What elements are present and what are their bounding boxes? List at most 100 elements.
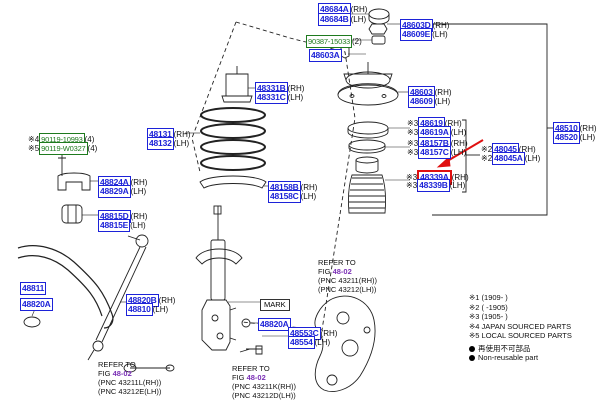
part-condition-mark: ※3 (407, 139, 419, 148)
part-number-link[interactable]: 48684B (318, 13, 351, 26)
part-number-link[interactable]: 48520 (553, 131, 580, 144)
part-label: 48158C(LH) (268, 190, 317, 203)
part-number-link[interactable]: 48158C (268, 190, 301, 203)
part-condition-mark: ※3 (406, 181, 418, 190)
part-number-link[interactable]: 48829A (98, 185, 131, 198)
part-label: 48820A (258, 318, 291, 331)
legend-row: ※1 (1909- ) (469, 293, 508, 302)
part-number-link[interactable]: 90387-15033 (306, 35, 353, 48)
spring-seat (348, 139, 386, 151)
reference-pnc: (PNC 43211L(RH)) (98, 378, 162, 387)
fig-label: FIG (318, 267, 331, 276)
part-label: 48132(LH) (147, 137, 189, 150)
part-side-suffix: (RH) (434, 88, 452, 97)
part-label: 48684B(LH) (318, 13, 367, 26)
part-number-link[interactable]: 48132 (147, 137, 174, 150)
coil-spring (200, 107, 266, 171)
part-label: 48609E(LH) (400, 28, 448, 41)
part-label: 48684A(RH) (318, 3, 367, 16)
part-side-suffix: (LH) (434, 97, 451, 106)
reference-pnc: (PNC 43211K(RH)) (232, 382, 297, 391)
part-side-suffix: (LH) (450, 148, 467, 157)
part-side-suffix: (LH) (287, 93, 304, 102)
part-label: 48609(LH) (408, 95, 451, 108)
legend-row: ※3 (1905- ) (469, 312, 508, 321)
fig-link[interactable]: 48-02 (112, 369, 132, 378)
part-number-link[interactable]: 48603A (309, 49, 342, 62)
part-condition-mark: ※3 (407, 148, 419, 157)
part-side-suffix: (LH) (449, 181, 466, 190)
part-side-suffix: (LH) (450, 128, 467, 137)
part-number-link[interactable]: 48609 (408, 95, 435, 108)
part-number-link[interactable]: 48815E (98, 219, 131, 232)
part-side-suffix: (4) (87, 144, 98, 153)
part-number-link[interactable]: 48339B (417, 179, 450, 192)
fig-link[interactable]: 48-02 (332, 267, 352, 276)
part-number-link[interactable]: 48045A (492, 152, 525, 165)
part-number-link[interactable]: 48811 (20, 282, 47, 295)
spring-insulator (221, 66, 253, 103)
part-side-suffix: (LH) (300, 192, 317, 201)
part-condition-mark: ※2 (481, 154, 493, 163)
part-side-suffix: (RH) (158, 296, 176, 305)
part-side-suffix: (RH) (130, 178, 148, 187)
reference-pnc: (PNC 43212D(LH)) (232, 391, 296, 400)
shock-absorber (195, 205, 243, 351)
part-number-link[interactable]: 48810 (126, 303, 153, 316)
part-condition-mark: ※2 (481, 145, 493, 154)
part-side-suffix: (RH) (444, 119, 462, 128)
reference-title: REFER TO (98, 360, 136, 369)
part-side-suffix: (LH) (432, 30, 448, 39)
reference-note-3: REFER TO FIG 48-02 (PNC 43211K(RH)) (PNC… (232, 364, 296, 400)
strut-mount (337, 62, 399, 106)
fig-link[interactable]: 48-02 (246, 373, 266, 382)
reference-title: REFER TO (318, 258, 356, 267)
reference-pnc: (PNC 43212(LH)) (318, 285, 377, 294)
part-side-suffix: (RH) (130, 212, 148, 221)
fig-label: FIG (98, 369, 111, 378)
part-label: 48829A(LH) (98, 185, 147, 198)
mark-label: MARK (260, 299, 290, 311)
reference-pnc: (PNC 43211(RH)) (318, 276, 378, 285)
part-number-link[interactable]: 48554 (288, 336, 315, 349)
part-condition-mark: ※3 (407, 128, 419, 137)
part-side-suffix: (2) (352, 37, 362, 46)
part-side-suffix: (4) (84, 135, 95, 144)
part-label: 48815E(LH) (98, 219, 146, 232)
part-side-suffix: (LH) (130, 187, 147, 196)
part-number-link[interactable]: 48820A (258, 318, 291, 331)
part-side-suffix: (RH) (320, 329, 338, 338)
legend-row: ※4 JAPAN SOURCED PARTS (469, 321, 572, 331)
part-side-suffix: (LH) (350, 15, 367, 24)
reference-title: REFER TO (232, 364, 270, 373)
part-number-link[interactable]: 90119-W0327 (39, 142, 88, 155)
nut-part (368, 23, 388, 35)
part-side-suffix: (RH) (579, 124, 597, 133)
lower-insulator (199, 175, 267, 189)
part-number-link[interactable]: 48820A (20, 298, 53, 311)
dust-boot (348, 174, 386, 214)
stabilizer-bar (17, 245, 114, 329)
part-number-link[interactable]: 48609E (400, 28, 433, 41)
part-number-link[interactable]: 48331C (255, 91, 288, 104)
part-condition-mark: ※3 (406, 173, 418, 182)
part-side-suffix: (RH) (300, 183, 318, 192)
part-number-link[interactable]: 48619A (418, 126, 451, 139)
reference-pnc: (PNC 43212E(LH)) (98, 387, 162, 396)
part-side-suffix: (LH) (130, 221, 146, 230)
part-side-suffix: (RH) (518, 145, 536, 154)
part-condition-mark: ※5 (28, 144, 40, 153)
highlight-arrow (443, 139, 484, 164)
part-label: 48811 (20, 282, 47, 295)
fig-label: FIG (232, 373, 245, 382)
part-label: 90387-15033(2) (306, 35, 362, 48)
part-side-suffix: (LH) (314, 338, 331, 347)
part-side-suffix: (LH) (579, 133, 596, 142)
assembly-bracket (432, 23, 548, 216)
legend-dot-row: 再使用不可部品 (478, 343, 531, 353)
part-number-link[interactable]: 48157C (418, 146, 451, 159)
legend-row: ※2 ( -1905) (469, 302, 508, 312)
